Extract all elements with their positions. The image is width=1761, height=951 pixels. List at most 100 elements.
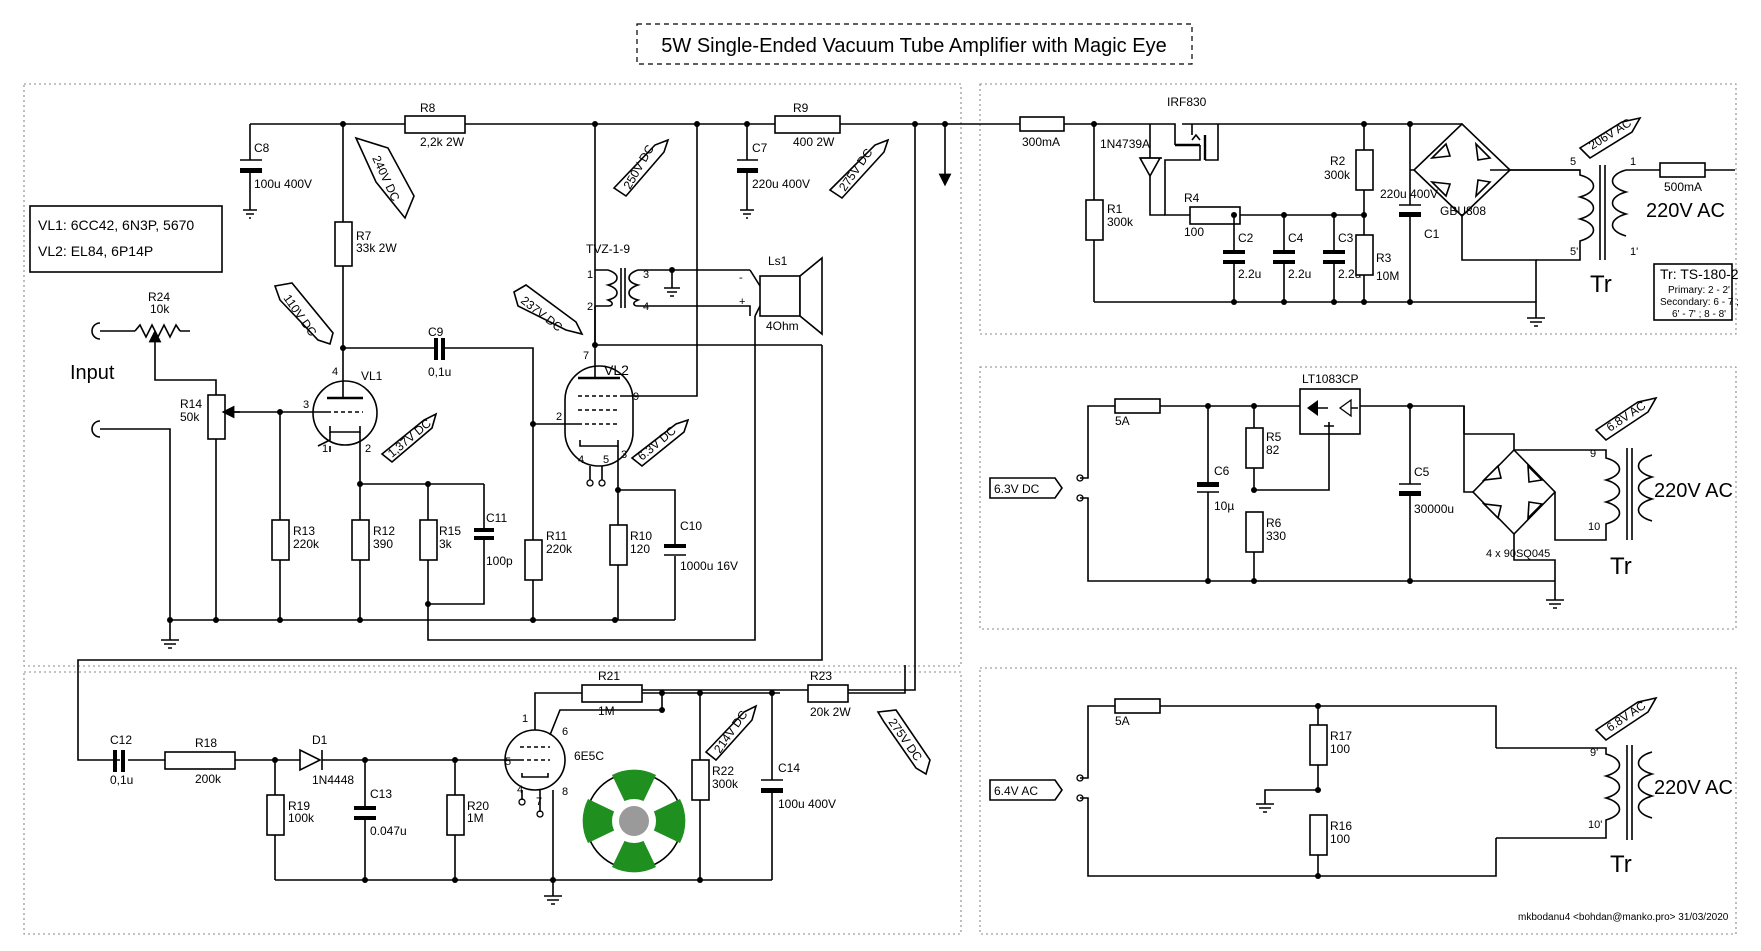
svg-text:1: 1 bbox=[522, 713, 528, 725]
c7-value: 220u 400V bbox=[752, 177, 810, 191]
voltage-tag-68a: 6.8V AC bbox=[1594, 396, 1658, 442]
resistor-r6 bbox=[1245, 511, 1264, 553]
capacitor-c13 bbox=[354, 816, 376, 820]
tube-note-line-2: VL2: EL84, 6P14P bbox=[38, 243, 153, 259]
input-jack-ground[interactable] bbox=[91, 420, 101, 438]
r3-value: 10M bbox=[1376, 269, 1399, 283]
r16-label: R16 bbox=[1330, 819, 1352, 833]
frame-filament-supply-1 bbox=[979, 366, 1737, 630]
resistor-r8 bbox=[404, 115, 466, 134]
c3-label: C3 bbox=[1338, 231, 1354, 245]
r19-label: R19 bbox=[288, 799, 310, 813]
svg-text:3: 3 bbox=[303, 399, 309, 411]
r9-label: R9 bbox=[793, 101, 809, 115]
mains-label-1: 220V AC bbox=[1646, 200, 1725, 222]
svg-text:5: 5 bbox=[505, 756, 511, 768]
resistor-r18 bbox=[164, 751, 236, 770]
diodes-label: 4 x 90SQ045 bbox=[1486, 548, 1550, 560]
mains-label-2: 220V AC bbox=[1654, 480, 1733, 502]
r17-label: R17 bbox=[1330, 729, 1352, 743]
resistor-r11 bbox=[524, 539, 543, 581]
svg-text:275V DC: 275V DC bbox=[836, 146, 876, 194]
r5-value: 82 bbox=[1266, 443, 1280, 457]
c9-label: C9 bbox=[428, 325, 444, 339]
capacitor-c7 bbox=[737, 168, 758, 173]
resistor-r7 bbox=[334, 221, 353, 267]
c12-label: C12 bbox=[110, 733, 132, 747]
c6-label: C6 bbox=[1214, 464, 1230, 478]
resistor-r22 bbox=[691, 759, 710, 801]
bridge-90sq045: 4 x 90SQ045 bbox=[1463, 406, 1564, 609]
tr-label-3: Tr bbox=[1610, 851, 1632, 878]
mains-label-3: 220V AC bbox=[1654, 777, 1733, 799]
c4-label: C4 bbox=[1288, 231, 1304, 245]
svg-text:-: - bbox=[739, 272, 743, 284]
r12-value: 390 bbox=[373, 537, 393, 551]
r19-value: 100k bbox=[288, 811, 315, 825]
r11-label: R11 bbox=[546, 529, 567, 543]
tube-vl1 bbox=[312, 380, 378, 446]
r15-value: 3k bbox=[439, 537, 453, 551]
svg-text:4: 4 bbox=[643, 301, 649, 313]
output-transformer-label: TVZ-1-9 bbox=[586, 242, 630, 256]
svg-text:4: 4 bbox=[517, 784, 523, 796]
svg-text:3: 3 bbox=[643, 269, 649, 281]
c10-value: 1000u 16V bbox=[680, 559, 738, 573]
capacitor-c8 bbox=[240, 168, 262, 173]
r2-value: 300k bbox=[1324, 168, 1351, 182]
voltage-tag-214: 214V DC bbox=[704, 704, 758, 762]
d1-value: 1N4448 bbox=[312, 773, 354, 787]
r9-value: 400 2W bbox=[793, 135, 835, 149]
r1-label: R1 bbox=[1107, 202, 1123, 216]
c5-label: C5 bbox=[1414, 465, 1430, 479]
speaker-label: Ls1 bbox=[768, 254, 788, 268]
resistor-r5 bbox=[1245, 427, 1264, 469]
svg-text:214V DC: 214V DC bbox=[711, 708, 751, 756]
frame-magic-eye bbox=[23, 671, 962, 935]
svg-text:7: 7 bbox=[536, 796, 542, 808]
svg-text:2: 2 bbox=[587, 301, 593, 313]
svg-text:5': 5' bbox=[1570, 246, 1578, 258]
vl2-label: VL2 bbox=[604, 362, 629, 378]
capacitor-c1 bbox=[1399, 212, 1421, 217]
page-title: 5W Single-Ended Vacuum Tube Amplifier wi… bbox=[661, 35, 1166, 57]
resistor-r19 bbox=[266, 794, 285, 836]
r15-label: R15 bbox=[439, 524, 461, 538]
svg-text:5: 5 bbox=[1570, 156, 1576, 168]
transformer-secondary-2: 6' - 7' ; 8 - 8' bbox=[1672, 309, 1726, 320]
input-jack-hot[interactable] bbox=[91, 322, 101, 340]
fuse-500ma bbox=[1659, 162, 1706, 178]
r17-value: 100 bbox=[1330, 742, 1350, 756]
c7-label: C7 bbox=[752, 141, 768, 155]
r18-label: R18 bbox=[195, 736, 217, 750]
r22-value: 300k bbox=[712, 777, 739, 791]
r7-value: 33k 2W bbox=[356, 241, 397, 255]
speaker-impedance: 4Ohm bbox=[766, 319, 799, 333]
r24-label: R24 bbox=[148, 290, 170, 304]
svg-text:6.3V DC: 6.3V DC bbox=[994, 482, 1040, 496]
input-tag-6v3dc: 6.3V DC bbox=[989, 477, 1063, 499]
r8-label: R8 bbox=[420, 101, 436, 115]
c4-value: 2.2u bbox=[1288, 267, 1311, 281]
tr-label-1: Tr bbox=[1590, 271, 1612, 298]
c11-label: C11 bbox=[486, 511, 507, 525]
fuse-main-label: 300mA bbox=[1022, 135, 1060, 149]
resistor-r23 bbox=[807, 684, 849, 703]
r10-value: 120 bbox=[630, 542, 650, 556]
mosfet-label: IRF830 bbox=[1167, 95, 1207, 109]
r21-label: R21 bbox=[598, 669, 620, 683]
resistor-r20 bbox=[446, 794, 465, 836]
c5-value: 30000u bbox=[1414, 502, 1454, 516]
c11-value: 100p bbox=[486, 554, 513, 568]
capacitor-c4 bbox=[1273, 260, 1295, 264]
svg-text:4: 4 bbox=[332, 366, 338, 378]
c6-value: 10µ bbox=[1214, 499, 1234, 513]
capacitor-c14 bbox=[761, 788, 783, 793]
capacitor-c5 bbox=[1399, 491, 1421, 496]
voltage-tag-237: 237V DC bbox=[513, 284, 584, 336]
svg-text:9': 9' bbox=[1590, 747, 1598, 759]
svg-text:5: 5 bbox=[603, 454, 609, 466]
c1-value: 220u 400V bbox=[1380, 187, 1438, 201]
r20-label: R20 bbox=[467, 799, 489, 813]
r6-label: R6 bbox=[1266, 516, 1282, 530]
